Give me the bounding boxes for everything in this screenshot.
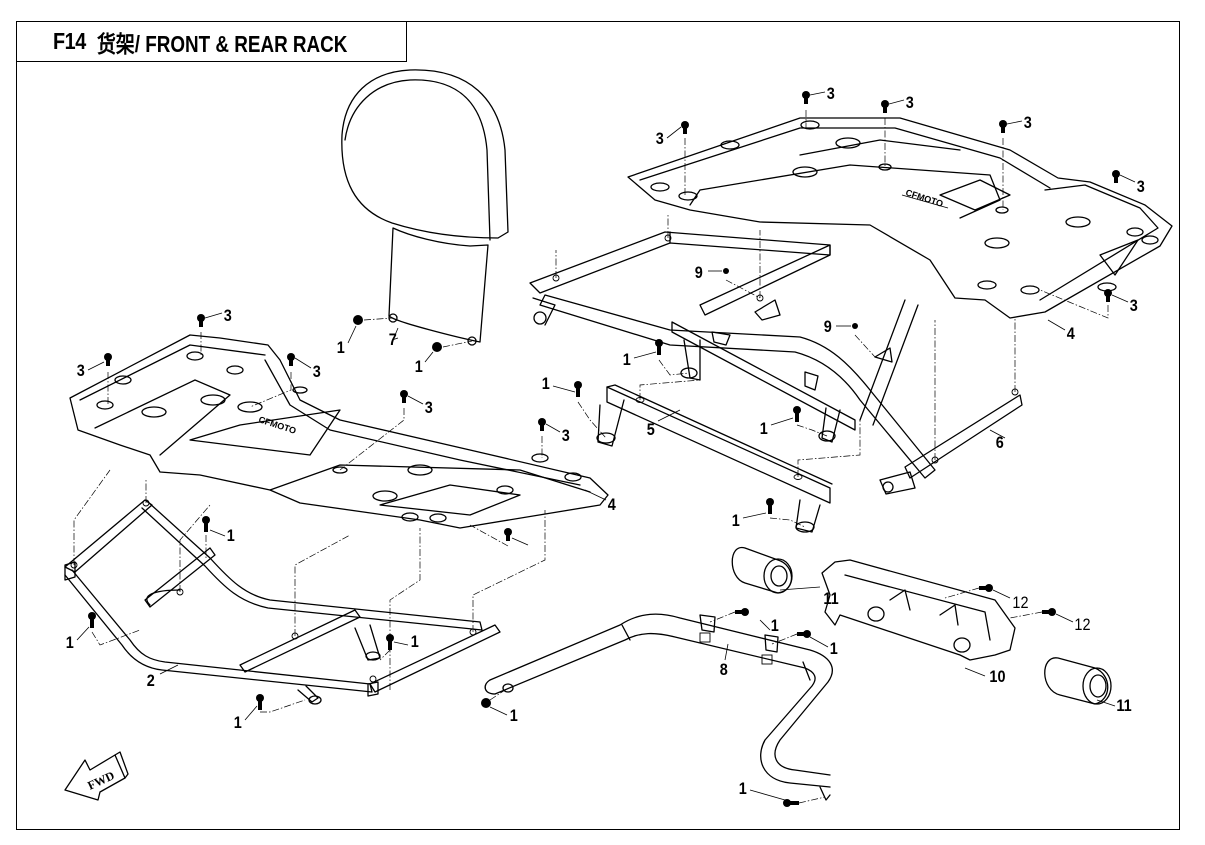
rear-grab-bar [484,613,833,801]
callout-label: 1 [770,616,779,635]
callout-label: 11 [823,589,839,608]
callout-label: 1 [738,779,747,798]
callout-label: 11 [1116,696,1132,715]
callout-label: 1 [233,713,242,732]
callout-label: 12 [1012,593,1029,612]
backrest-part [341,69,509,346]
callout-label: 3 [655,129,664,148]
callout-label: 9 [694,263,703,282]
callout-label: 1 [622,350,631,369]
callout-label: 4 [1066,324,1075,343]
callout-label: 2 [146,671,155,690]
callout-label: 1 [731,511,740,530]
sleeve-part-2 [1044,657,1112,705]
forward-direction-arrow-icon: FWD [64,751,129,801]
fwd-label: FWD [85,768,117,793]
callout-label: 1 [759,419,768,438]
alignment-lines [73,110,1109,804]
title-box: F14 货架/ FRONT & REAR RACK [16,21,407,62]
callout-label: 3 [905,93,914,112]
callout-label: 4 [607,495,616,514]
callout-label: 7 [388,330,397,349]
page-title: 货架/ FRONT & REAR RACK [97,30,348,57]
rear-rack-panel: CFMOTO [627,117,1173,319]
callout-label: 1 [829,639,838,658]
callout-label: 6 [995,433,1004,452]
callout-label: 1 [65,633,74,652]
rear-rack-frame [529,231,1023,495]
callout-label: 8 [719,660,728,679]
callout-label: 1 [541,374,550,393]
rear-crossbar [596,384,833,533]
callout-label: 12 [1074,615,1091,634]
callout-label: 3 [312,362,321,381]
sleeve-part-1 [731,547,793,594]
callout-label: 10 [989,667,1006,686]
leader-lines [76,91,1136,801]
callout-label: 3 [424,398,433,417]
drawing-frame [16,21,1180,830]
callout-label: 3 [826,84,835,103]
callout-label: 3 [1023,113,1032,132]
callout-label: 9 [823,317,832,336]
callout-label: 3 [76,361,85,380]
callout-label: 5 [646,420,655,439]
callout-label: 3 [223,306,232,325]
fasteners [88,91,1120,807]
bracket-part [821,559,1016,661]
callout-label: 3 [561,426,570,445]
callout-label: 1 [336,338,345,357]
front-rack-frame [64,499,501,705]
callout-label: 1 [414,357,423,376]
callout-label: 3 [1136,177,1145,196]
callout-label: 3 [1129,296,1138,315]
figure-code: F14 [53,28,86,54]
callout-label: 1 [410,632,419,651]
callout-label: 1 [509,706,518,725]
front-rack-panel: CFMOTO [69,334,609,529]
callout-label: 1 [226,526,235,545]
